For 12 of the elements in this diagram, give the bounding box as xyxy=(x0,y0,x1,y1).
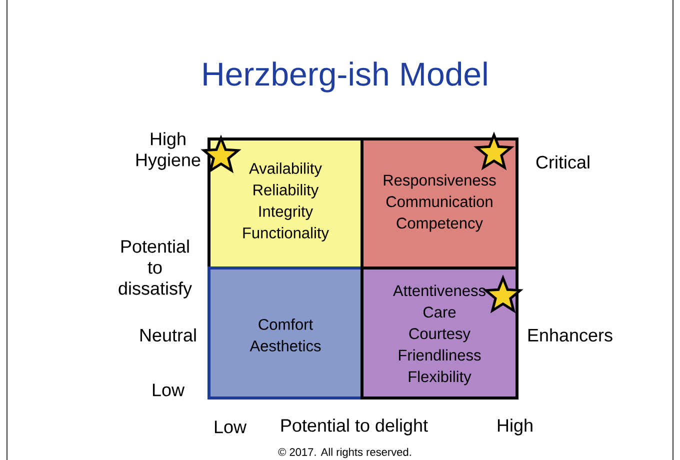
axis-label: High xyxy=(498,418,532,436)
axis-label: © 2017. All rights reserved. xyxy=(278,448,411,458)
quadrant-box: Responsiveness Communication Competency xyxy=(360,138,518,270)
axis-label: Potential to delight xyxy=(281,418,428,436)
axis-label: Critical xyxy=(536,155,590,169)
axis-label: Low xyxy=(152,384,185,396)
quadrant-box: Comfort Aesthetics xyxy=(208,266,364,400)
axis-label: Potential to dissatisfy xyxy=(118,240,192,298)
quadrant-box: Availability Reliability Integrity Functionality xyxy=(208,138,364,270)
title: Herzberg-ish Model xyxy=(204,62,487,92)
quadrant-box: Attentiveness Care Courtesy Friendliness Flexibility xyxy=(360,266,518,400)
axis-label: Low xyxy=(214,420,247,434)
